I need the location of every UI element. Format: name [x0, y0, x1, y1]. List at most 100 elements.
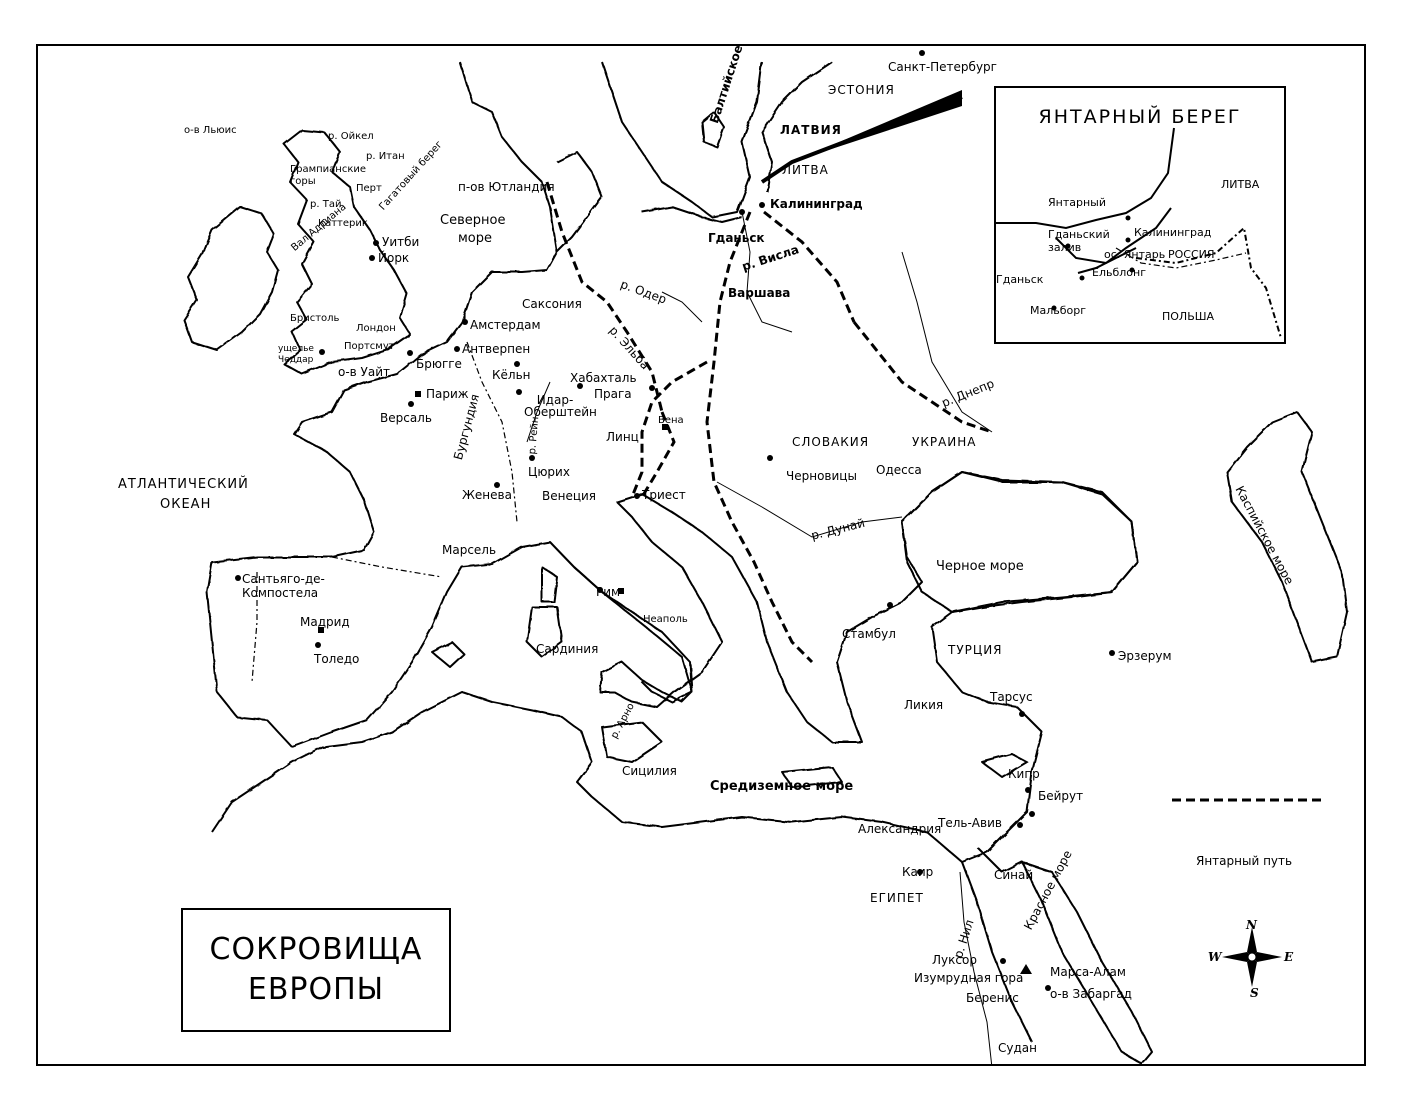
- label-slovakia: СЛОВАКИЯ: [792, 435, 870, 449]
- compass-s: S: [1250, 986, 1259, 1000]
- vistula-river: [741, 211, 793, 333]
- label-sardinia: Сардиния: [536, 642, 599, 656]
- egypt-coast: [961, 861, 1033, 1043]
- label-warsaw: Варшава: [728, 286, 791, 300]
- label-toledo: Толедо: [314, 652, 360, 666]
- inset-connector-wedge: [792, 90, 962, 162]
- ireland-coast: [183, 206, 279, 351]
- inset-label-elblag: Ельблонг: [1092, 266, 1146, 279]
- crete: [781, 766, 843, 788]
- label-york: Йорк: [378, 251, 410, 265]
- label-zabargad: о-в Забаргад: [1050, 987, 1132, 1001]
- label-sinai: Синай: [994, 868, 1034, 882]
- label-paris: Париж: [426, 387, 469, 401]
- inset-label-kaliningrad: Калининград: [1134, 226, 1212, 239]
- label-estonia: ЭСТОНИЯ: [828, 83, 895, 97]
- label-cyprus: Кипр: [1008, 767, 1040, 781]
- label-prague: Прага: [594, 387, 632, 401]
- sinai-coast: [976, 846, 1023, 873]
- label-turkey: ТУРЦИЯ: [948, 643, 1003, 657]
- label-vienna: Вена: [658, 415, 684, 426]
- italy-coast: [573, 566, 693, 703]
- label-wight: о-в Уайт: [338, 365, 391, 379]
- label-emerald-mountain: Изумрудная гора: [914, 971, 1024, 985]
- label-madrid: Мадрид: [300, 615, 350, 629]
- label-rome: Рим: [596, 585, 621, 599]
- label-london: Лондон: [356, 323, 396, 334]
- map-title-box: СОКРОВИЩА ЕВРОПЫ: [181, 908, 451, 1032]
- border-spain-france: [331, 556, 443, 578]
- map-title-line2: ЕВРОПЫ: [247, 972, 385, 1007]
- amber-route-main: [705, 211, 814, 664]
- rhine-river: [526, 381, 551, 443]
- label-alexandria: Александрия: [858, 822, 942, 836]
- label-marsa-alam: Марса-Алам: [1050, 965, 1126, 979]
- label-bristol: Бристоль: [290, 313, 340, 324]
- corsica: [541, 566, 558, 603]
- label-grampian: Грампианские горы: [290, 164, 367, 187]
- label-istanbul: Стамбул: [842, 627, 896, 641]
- cyprus-island: [981, 753, 1028, 778]
- label-whitby: Уитби: [382, 235, 420, 249]
- label-gdansk: Гданьск: [708, 231, 765, 245]
- inset-label-gdansk-bay: Гданьский залив: [1048, 228, 1110, 254]
- sardinia-island: [526, 606, 563, 658]
- inset-label-russia: РОССИЯ: [1168, 248, 1215, 261]
- sicily-island: [601, 721, 663, 763]
- scandinavia-coast: [601, 61, 763, 218]
- capital-squares: [318, 391, 668, 633]
- inset-label-lithuania: ЛИТВА: [1221, 178, 1260, 191]
- emerald-mountain-marker: [1020, 964, 1032, 974]
- label-sicily: Сицилия: [622, 764, 677, 778]
- label-berenice: Беренис: [966, 991, 1019, 1005]
- label-mediterranean: Средиземное море: [710, 779, 854, 794]
- inset-label-malbork: Мальборг: [1030, 304, 1087, 317]
- label-antwerp: Антверпен: [462, 342, 531, 356]
- label-north-sea-1: Северное: [440, 213, 506, 228]
- label-venice: Венеция: [542, 489, 597, 503]
- label-trieste: Триест: [642, 488, 686, 502]
- label-beirut: Бейрут: [1038, 789, 1084, 803]
- compass-e: E: [1284, 950, 1294, 964]
- compass-w: W: [1208, 950, 1222, 964]
- legend-amber-route-label: Янтарный путь: [1196, 854, 1293, 868]
- amber-route-central: [630, 360, 708, 498]
- label-odessa: Одесса: [876, 463, 922, 477]
- label-north-sea-2: море: [458, 231, 493, 246]
- caspian-sea: [1226, 411, 1348, 663]
- red-sea: [1021, 861, 1153, 1064]
- label-cairo: Каир: [902, 865, 934, 879]
- baltic-east-coast: [761, 61, 833, 193]
- oder-river: [661, 291, 703, 323]
- label-erzurum: Эрзерум: [1118, 649, 1172, 663]
- balearic: [431, 641, 465, 668]
- label-santiago: Сантьяго-де-Компостела: [242, 572, 325, 600]
- inset-label-yantarny: Янтарный: [1048, 196, 1106, 209]
- label-kaliningrad: Калининград: [770, 197, 863, 211]
- gotland: [701, 111, 725, 148]
- border-spain-portugal: [251, 572, 258, 683]
- inset-label-yantar-settlement: ос. Янтарь: [1104, 248, 1166, 261]
- label-zurich: Цюрих: [528, 465, 570, 479]
- map-drawing: [183, 50, 1348, 1064]
- label-versailles: Версаль: [380, 411, 432, 425]
- label-tay: р. Тай: [310, 199, 342, 210]
- label-perth: Перт: [356, 183, 382, 194]
- map-title-line1: СОКРОВИЩА: [209, 932, 423, 967]
- amber-route-east: [852, 321, 993, 434]
- label-itan: р. Итан: [366, 151, 405, 162]
- dnieper-river: [901, 251, 993, 433]
- britain-coast: [283, 129, 411, 375]
- label-geneva: Женева: [462, 488, 512, 502]
- city-dots: [235, 50, 1115, 991]
- label-luxor: Луксор: [932, 953, 977, 967]
- black-sea: [901, 471, 1138, 613]
- label-catterick: Каттерик: [318, 218, 368, 229]
- amber-route-west: [763, 210, 856, 323]
- label-cologne: Кёльн: [492, 368, 531, 382]
- label-atlantic-1: АТЛАНТИЧЕСКИЙ: [118, 477, 249, 492]
- compass-rose: [1222, 927, 1282, 987]
- nile-river: [959, 871, 993, 1064]
- label-naples: Неаполь: [643, 614, 688, 625]
- label-tarsus: Тарсус: [990, 690, 1033, 704]
